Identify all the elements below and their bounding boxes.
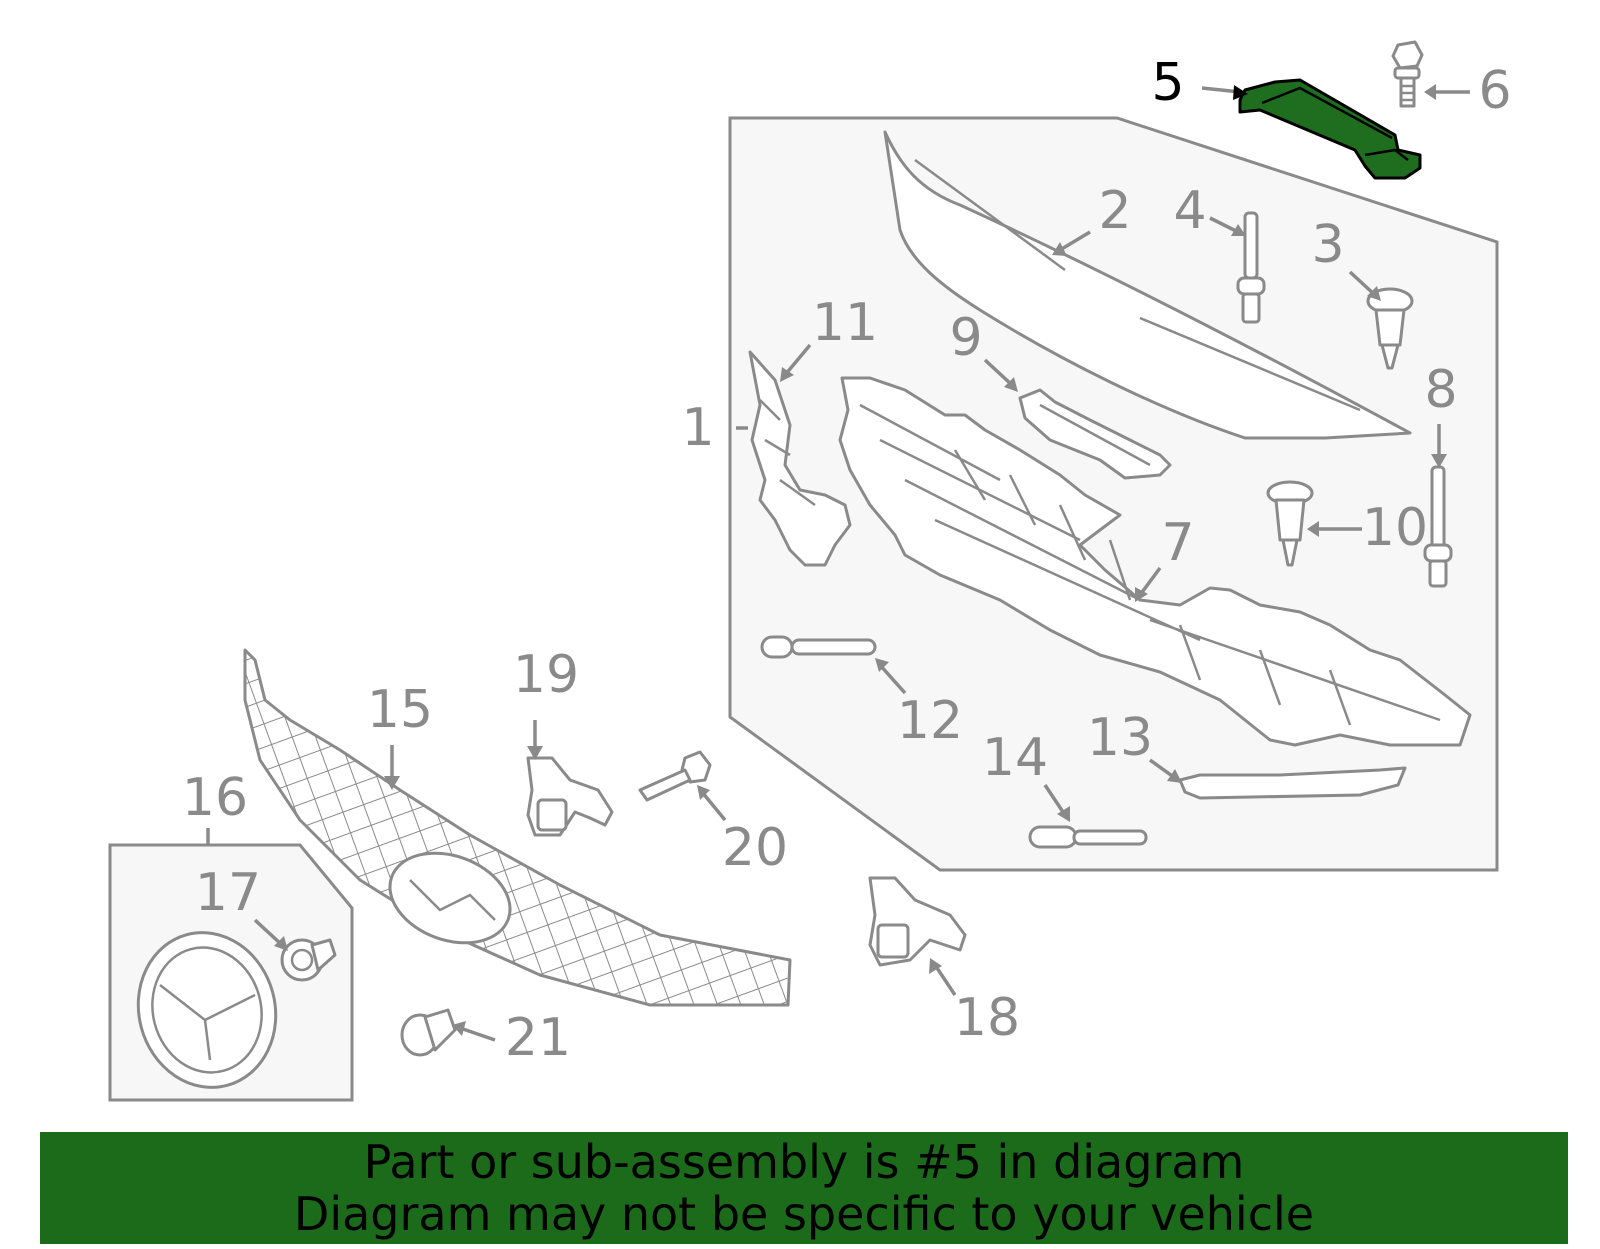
part-12-rivet[interactable] [760, 635, 877, 659]
callout-21: 21 [505, 1008, 571, 1068]
callout-1: 1 [681, 398, 714, 458]
callout-6: 6 [1478, 61, 1511, 121]
callout-13: 13 [1087, 708, 1153, 768]
part-14-rivet[interactable] [1028, 825, 1148, 849]
part-15-grille[interactable] [243, 648, 792, 1007]
part-9-bracket[interactable] [1018, 388, 1172, 480]
callout-10: 10 [1362, 498, 1428, 558]
part-4-pin[interactable] [1236, 211, 1266, 324]
part-7-carrier[interactable] [838, 376, 1472, 747]
info-banner: Part or sub-assembly is #5 in diagram Di… [40, 1132, 1568, 1244]
part-19-bracket[interactable] [526, 756, 614, 837]
part-8-pin[interactable] [1423, 465, 1453, 588]
part-18-bracket[interactable] [868, 876, 967, 967]
callout-17: 17 [195, 863, 261, 923]
callout-2: 2 [1098, 181, 1131, 241]
callout-14: 14 [982, 728, 1048, 788]
banner-line-part: Part or sub-assembly is #5 in diagram [363, 1135, 1245, 1189]
part-5-bracket[interactable] [1238, 78, 1422, 180]
part-16-emblem[interactable] [121, 917, 293, 1103]
banner-line-disclaimer: Diagram may not be specific to your vehi… [293, 1187, 1315, 1241]
part-13-trim[interactable] [1178, 766, 1407, 800]
callout-16: 16 [182, 768, 248, 828]
callout-4: 4 [1173, 181, 1206, 241]
callout-11: 11 [812, 293, 878, 353]
part-20-bolt[interactable] [638, 750, 712, 802]
callout-15: 15 [367, 680, 433, 740]
callout-5: 5 [1151, 53, 1184, 113]
part-10-clip[interactable] [1266, 480, 1314, 567]
part-17-clip[interactable] [280, 938, 337, 982]
callout-9: 9 [949, 308, 982, 368]
part-21-clip[interactable] [400, 1008, 457, 1057]
callout-3: 3 [1311, 215, 1344, 275]
callout-7: 7 [1161, 513, 1194, 573]
grille-emblem-opening [388, 851, 512, 945]
callout-19: 19 [513, 645, 579, 705]
part-2-molding[interactable] [883, 130, 1412, 440]
callout-20: 20 [722, 818, 788, 878]
callout-12: 12 [897, 691, 963, 751]
part-11-bracket[interactable] [748, 350, 852, 567]
callout-18: 18 [954, 988, 1020, 1048]
leader-lines [206, 84, 1470, 1042]
callout-8: 8 [1424, 360, 1457, 420]
part-6-bolt[interactable] [1391, 40, 1424, 108]
